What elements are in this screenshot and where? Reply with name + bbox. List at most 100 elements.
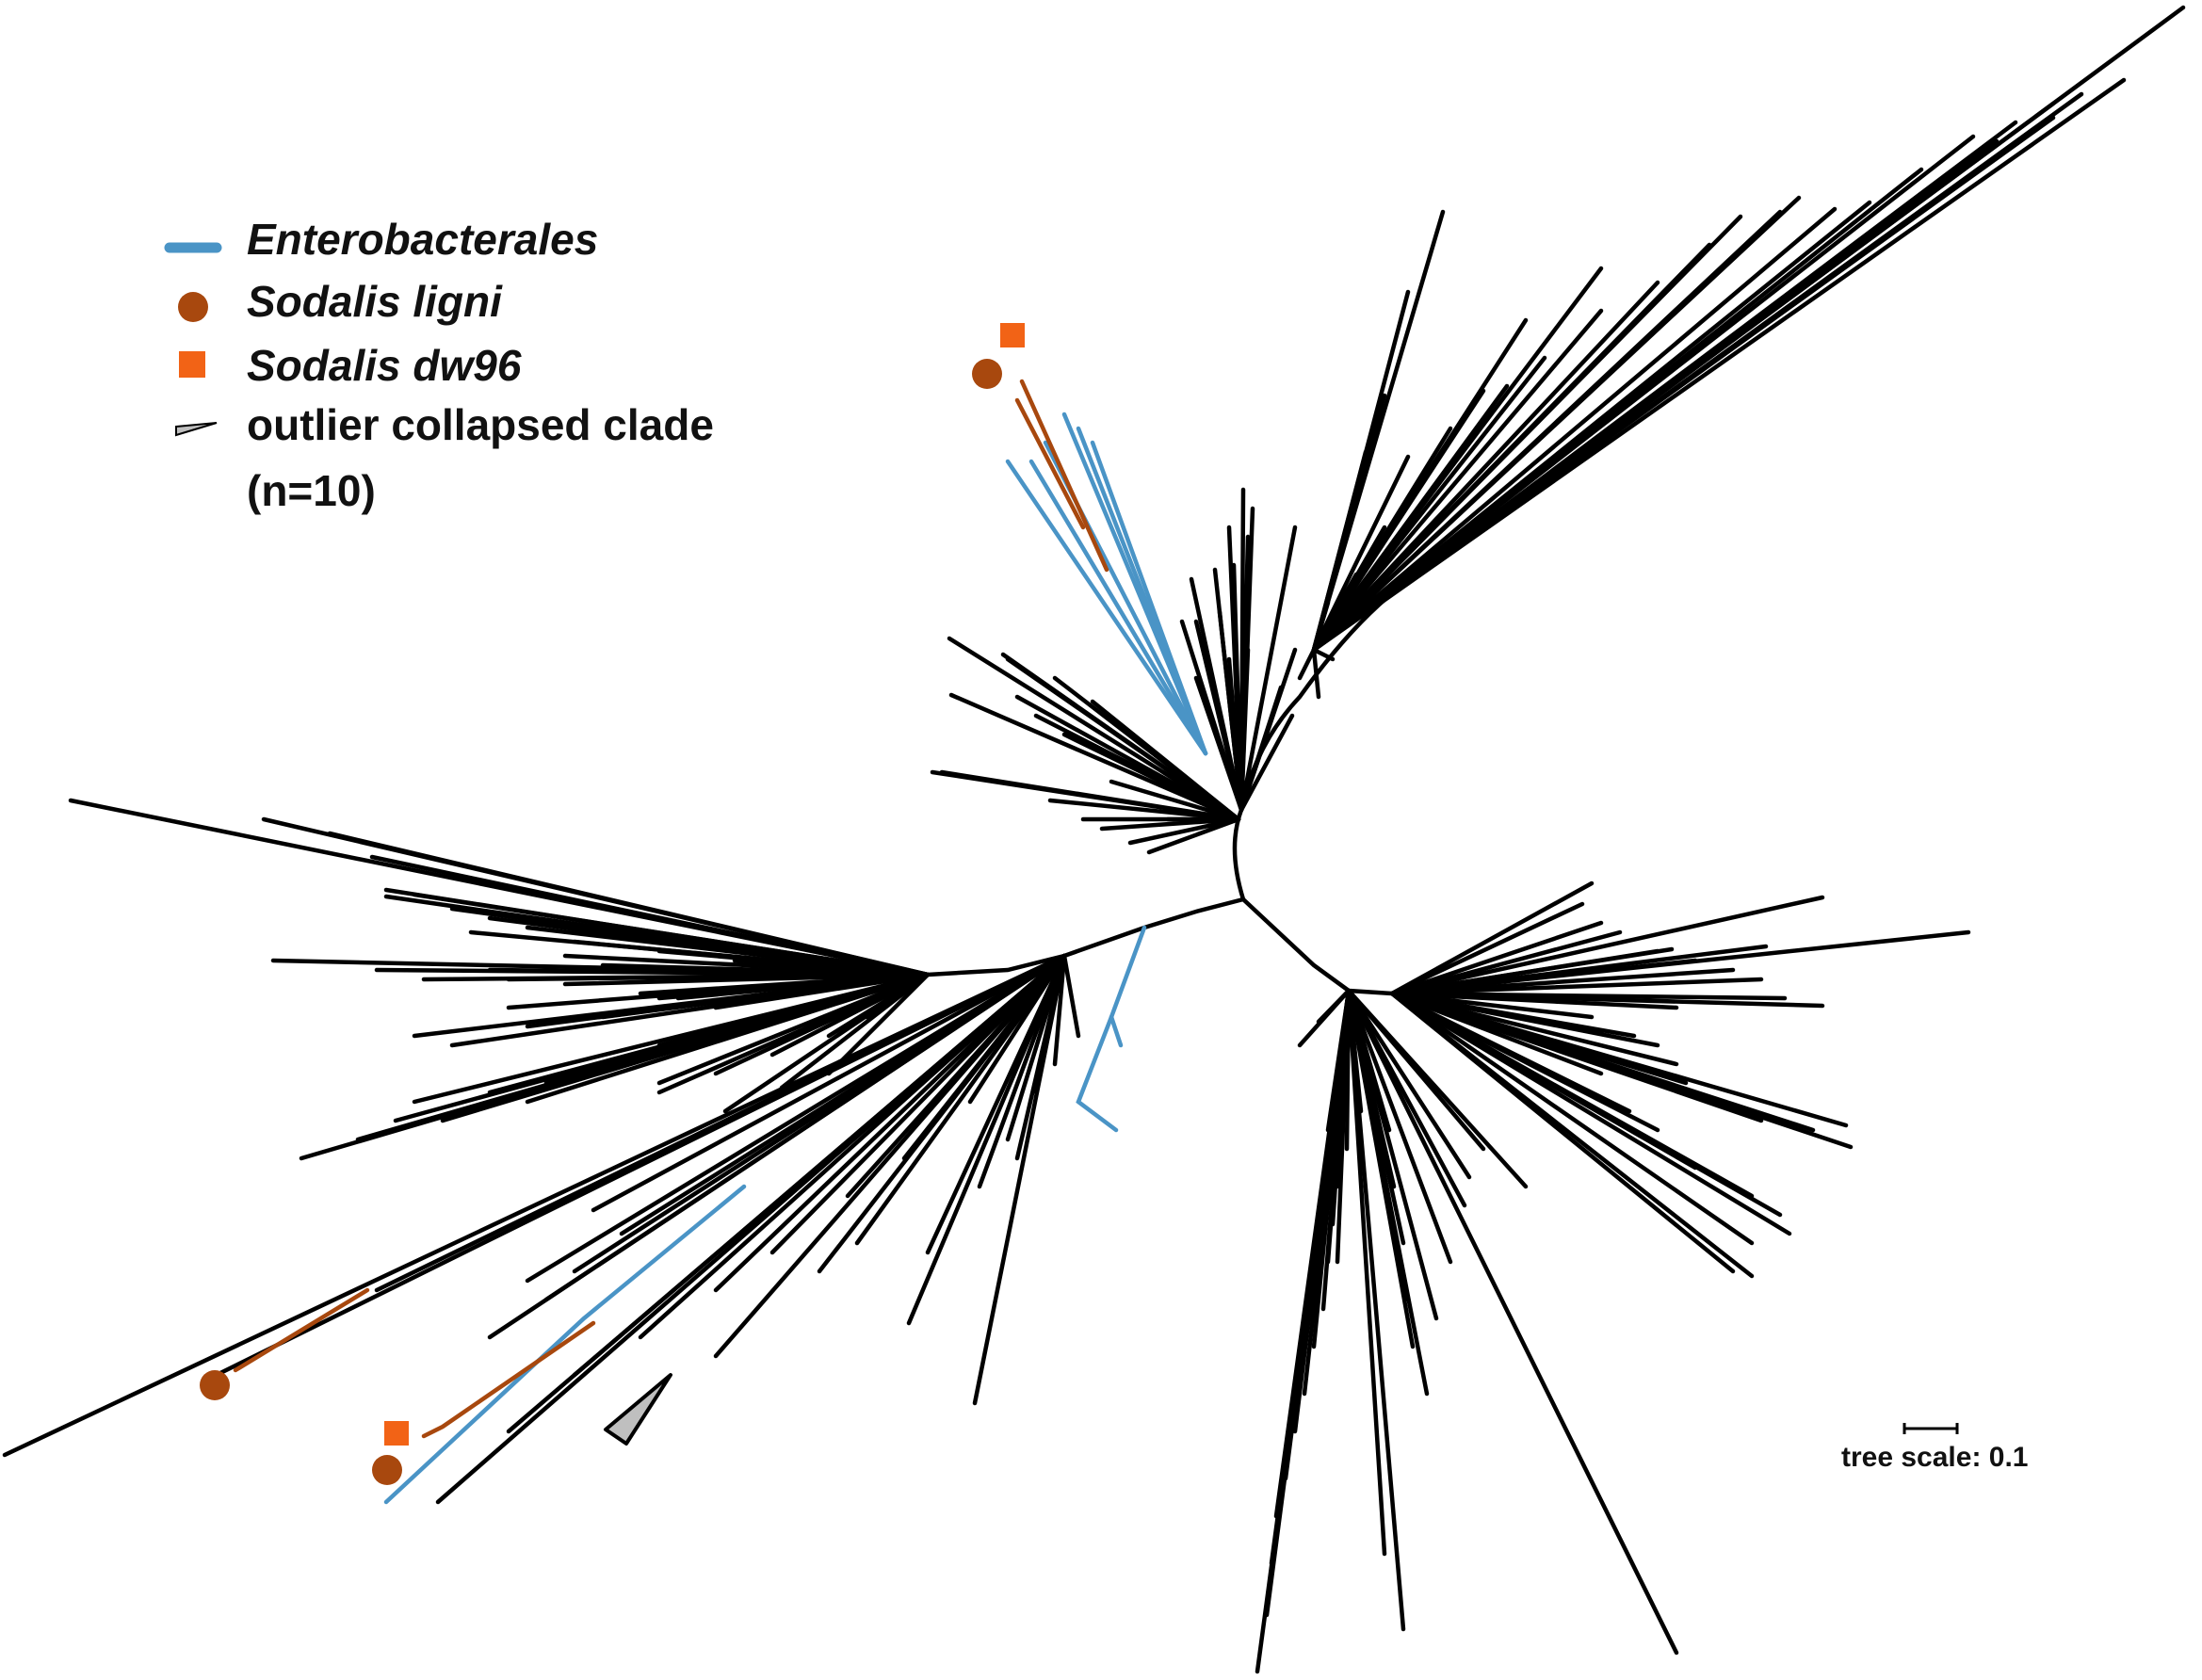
- tree-branch: [1389, 991, 1679, 1010]
- clade-left-mid: [930, 636, 1241, 855]
- tree-branch: [638, 953, 1067, 1340]
- tree-branch: [1297, 647, 1317, 681]
- tree-branch: [1346, 988, 1472, 1180]
- sodalis-ligni-marker: [200, 1370, 230, 1400]
- tree-branch: [383, 894, 931, 977]
- legend: Enterobacterales Sodalis ligni Sodalis d…: [164, 215, 714, 515]
- tree-branch: [1389, 991, 1755, 1246]
- sodalis-dw96-marker: [384, 1421, 409, 1446]
- sodalis-branches: [233, 379, 1109, 1439]
- tree-branch: [1311, 280, 1660, 653]
- tree-branch: [817, 953, 1067, 1274]
- tree-branch: [1316, 988, 1352, 1025]
- clade-bottom: [1255, 988, 1679, 1674]
- clade-right: [1389, 880, 1971, 1279]
- tree-branch: [369, 854, 931, 977]
- tree-branch: [779, 972, 931, 1090]
- tree-branch: [1193, 619, 1244, 813]
- tree-branch: [572, 953, 1067, 1378]
- enterobacterales-branches: [383, 412, 1208, 1505]
- tree-branch: [1389, 901, 1585, 996]
- tree-branch: [1346, 988, 1406, 1632]
- tree-branch: [1311, 138, 2000, 653]
- tree-branch: [1346, 988, 1679, 1656]
- tree-branch: [1389, 895, 1825, 996]
- tree-branch: [1335, 988, 1352, 1265]
- tree-branch: [1389, 991, 1792, 1236]
- tree-branch: [1127, 816, 1241, 846]
- tree-branch: [374, 953, 1067, 1293]
- tree-branch: [1311, 647, 1321, 700]
- clade-far-left: [68, 798, 931, 1161]
- legend-triangle-icon: [175, 422, 218, 437]
- clade-upper-middle: [1179, 487, 1298, 813]
- tree-branch: [769, 953, 1067, 1255]
- legend-label-sodalis-dw96: Sodalis dw96: [247, 341, 522, 390]
- tree-branch: [1052, 953, 1067, 1067]
- tree-branch: [1226, 656, 1244, 813]
- tree-branch: [1311, 647, 1336, 662]
- legend-label-sodalis-ligni: Sodalis ligni: [247, 277, 503, 326]
- scale-bar-label: tree scale: 0.1: [1841, 1442, 2028, 1473]
- legend-label-enterobacterales: Enterobacterales: [247, 215, 598, 264]
- tree-branch: [1127, 732, 1241, 822]
- tree-branch: [1061, 953, 1081, 1039]
- legend-circle-icon: [178, 292, 208, 322]
- tree-branch: [1239, 713, 1246, 813]
- legend-note-n: (n=10): [247, 466, 376, 515]
- tree-branch: [1014, 953, 1067, 1161]
- tree-branch: [1389, 977, 1764, 996]
- tree-branch: [600, 962, 931, 977]
- tree-branch: [854, 953, 1067, 1246]
- tree: [2, 5, 2186, 1674]
- tree-branch: [1346, 988, 1430, 1397]
- tree-branch: [1311, 195, 1802, 653]
- tree-branch: [977, 953, 1067, 1189]
- tree-branch: [948, 692, 1241, 822]
- tree-branch: [925, 953, 1067, 1255]
- sodalis-ligni-marker: [972, 359, 1002, 389]
- tree-backbone: [925, 590, 1395, 996]
- tree-branch: [2, 953, 1067, 1458]
- tree-branch: [1389, 991, 1660, 1048]
- sodalis-ligni-marker: [372, 1455, 402, 1485]
- tree-branch: [1146, 816, 1241, 855]
- tree-branch: [1179, 619, 1244, 813]
- tree-branch: [1389, 991, 1755, 1279]
- tree-branch: [543, 953, 1067, 1302]
- tree-branch: [525, 972, 931, 1105]
- tree-branch: [1311, 206, 1838, 653]
- tree-branch: [1325, 988, 1352, 1133]
- tree-branch: [1346, 988, 1439, 1321]
- clade-lower-left: [2, 953, 1081, 1505]
- tree-branch: [713, 953, 1067, 1293]
- sodalis-dw96-marker: [1000, 323, 1025, 347]
- tree-branch: [1389, 991, 1854, 1150]
- tree-branch: [1389, 920, 1604, 996]
- tree-branch: [1311, 600, 1331, 653]
- tree-branch: [591, 953, 1067, 1213]
- collapsed-clade-triangle: [604, 1373, 672, 1446]
- tree-branch: [1389, 991, 1604, 1076]
- tree-branch: [1311, 167, 1924, 653]
- tree-branch: [1346, 988, 1453, 1265]
- tree-branch: [1346, 988, 1529, 1189]
- tree-branch: [939, 769, 1241, 822]
- tree-branch: [600, 972, 931, 1020]
- tree-branch: [1389, 991, 1849, 1128]
- tree-branch: [1346, 988, 1387, 1557]
- tree-branch: [1239, 525, 1298, 813]
- tree-branch: [713, 953, 1067, 1359]
- tree-branch: [1005, 953, 1067, 1142]
- tree-branch: [722, 972, 931, 1114]
- tree-branch: [1311, 308, 1604, 653]
- scale-bar: tree scale: 0.1: [1841, 1423, 2028, 1473]
- tree-branch: [506, 972, 931, 1010]
- tree-branch: [506, 972, 931, 982]
- tree-branch: [1239, 713, 1295, 813]
- legend-square-icon: [179, 351, 205, 378]
- tree-branch: [1005, 656, 1241, 822]
- clade-upper-right: [1297, 5, 2186, 700]
- tree-branch: [1014, 694, 1241, 822]
